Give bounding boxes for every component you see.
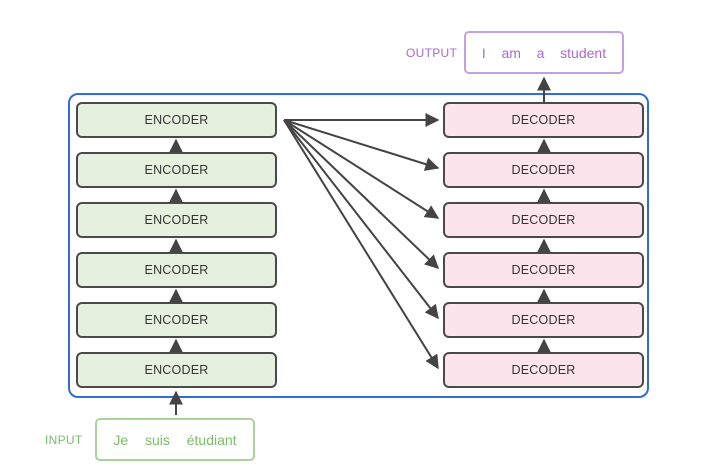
decoder-block-1: DECODER [443, 352, 644, 388]
output-label: OUTPUT [406, 46, 458, 60]
encoder-block-4: ENCODER [76, 202, 277, 238]
encoder-label: ENCODER [144, 213, 209, 227]
decoder-block-2: DECODER [443, 302, 644, 338]
decoder-label: DECODER [511, 263, 576, 277]
decoder-block-4: DECODER [443, 202, 644, 238]
encoder-block-3: ENCODER [76, 252, 277, 288]
encoder-label: ENCODER [144, 313, 209, 327]
input-token: étudiant [186, 431, 237, 448]
cross-arrow [283, 119, 440, 269]
output-token: student [560, 44, 607, 61]
output-token: a [536, 44, 545, 61]
decoder-block-3: DECODER [443, 252, 644, 288]
input-label: INPUT [45, 433, 83, 447]
decoder-block-5: DECODER [443, 152, 644, 188]
decoder-label: DECODER [511, 313, 576, 327]
cross-arrow [283, 119, 440, 171]
decoder-label: DECODER [511, 213, 576, 227]
encoder-block-6: ENCODER [76, 102, 277, 138]
cross-arrow [283, 119, 440, 219]
output-token: I [481, 44, 486, 61]
decoder-label: DECODER [511, 363, 576, 377]
input-token: suis [145, 431, 170, 448]
encoder-decoder-frame [68, 93, 649, 398]
cross-arrow [283, 119, 439, 320]
decoder-block-6: DECODER [443, 102, 644, 138]
output-token: am [501, 44, 521, 61]
encoder-label: ENCODER [144, 113, 209, 127]
encoder-label: ENCODER [144, 363, 209, 377]
cross-arrow [283, 119, 439, 370]
input-token: Je [113, 431, 129, 448]
decoder-label: DECODER [511, 113, 576, 127]
decoder-label: DECODER [511, 163, 576, 177]
encoder-block-5: ENCODER [76, 152, 277, 188]
encoder-label: ENCODER [144, 163, 209, 177]
input-sequence-box: Je suis étudiant [95, 418, 255, 461]
encoder-block-2: ENCODER [76, 302, 277, 338]
encoder-block-1: ENCODER [76, 352, 277, 388]
encoder-label: ENCODER [144, 263, 209, 277]
output-sequence-box: I am a student [464, 31, 624, 74]
